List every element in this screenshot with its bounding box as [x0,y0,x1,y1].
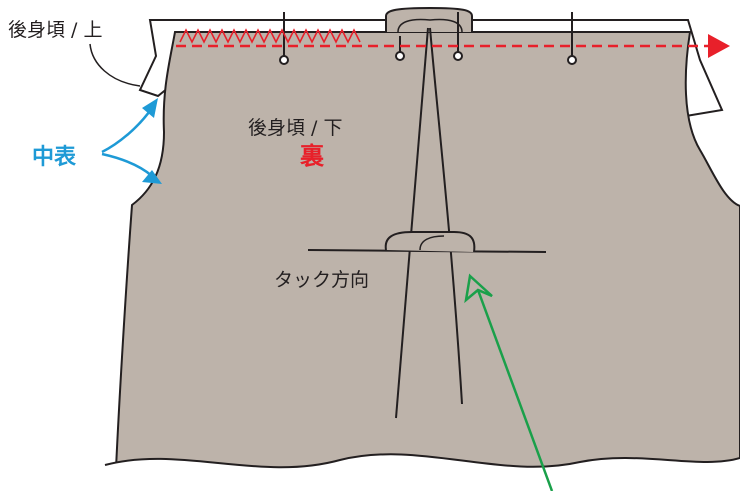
callout-arrow-lower [101,152,153,177]
label-tuck-direction: タック方向 [274,269,369,291]
seam-arrow-head [708,34,730,58]
center-fold-line-left [395,27,429,419]
zigzag-stitch [179,28,361,44]
cut-edge [105,454,740,491]
label-right-sides-together: 中表 [32,145,77,170]
callout-arrow-upper [101,107,154,154]
label-upper-back-bodice: 後身頃 / 上 [8,19,102,41]
callout-arrowhead-upper [142,98,158,118]
pointer-arrow [476,289,554,491]
label-wrong-side: 裏 [299,142,325,170]
cut-edge-line [104,453,740,469]
leader-line-upper [89,43,141,87]
pointer-arrow-head [464,273,493,304]
lower-back-bodice-piece [113,31,740,491]
center-fold-line-right [429,27,463,405]
middle-tuck-fold [419,235,445,251]
tuck-direction-line [307,249,547,253]
middle-tuck [384,231,476,253]
label-lower-back-bodice: 後身頃 / 下 [248,117,342,139]
callout-arrowhead-lower [142,170,162,184]
